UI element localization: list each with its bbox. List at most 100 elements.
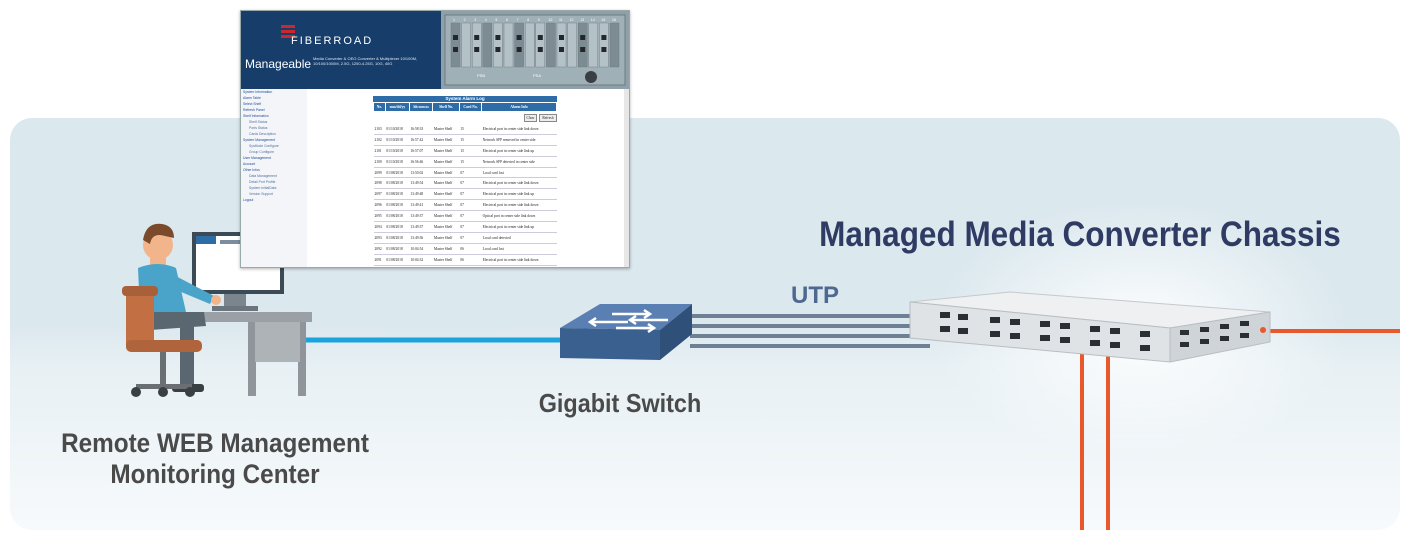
- alarm-log-cell: 01/08/2018: [385, 188, 410, 201]
- alarm-log-header: hh:mm:ss: [408, 102, 434, 112]
- chassis-slot: [556, 22, 567, 68]
- chassis-slot: [461, 22, 471, 68]
- port-icon: [516, 47, 522, 52]
- alarm-log-cell: 13:49:48: [409, 188, 433, 201]
- chassis-slot: [599, 22, 609, 68]
- alarm-log-cell: Master Shelf: [432, 243, 460, 255]
- alarm-log-cell: 2103: [373, 124, 386, 135]
- port-icon: [601, 35, 607, 40]
- alarm-log-cell: Master Shelf: [432, 134, 460, 146]
- alarm-log-cell: 06: [459, 243, 482, 255]
- alarm-log-cell: Local card lost: [481, 167, 557, 179]
- chassis-slot: [577, 22, 588, 68]
- product-description: Media Converter & OEO Converter & Multip…: [313, 56, 418, 66]
- alarm-log-cell: 07: [459, 188, 482, 201]
- switch-label: Gigabit Switch: [538, 388, 702, 418]
- nav-item[interactable]: Shelf Information: [243, 114, 269, 118]
- alarm-log-cell: 01/10/2018: [385, 156, 410, 168]
- alarm-log-cell: 07: [459, 199, 482, 212]
- alarm-log-cell: 2093: [373, 232, 386, 244]
- clear-button[interactable]: Clear: [523, 114, 538, 122]
- port-icon: [580, 47, 586, 52]
- alarm-log-cell: Master Shelf: [432, 167, 460, 179]
- nav-item[interactable]: Version Support: [249, 192, 274, 196]
- alarm-log-cell: Master Shelf: [432, 221, 460, 233]
- alarm-log-cell: Electrical port in center side link up: [481, 221, 557, 233]
- chassis-slot: [546, 22, 556, 68]
- port-icon: [537, 35, 543, 40]
- psu-label-b: PSB: [477, 73, 485, 78]
- remote-center-label: Remote WEB Management Monitoring Center: [58, 428, 373, 490]
- alarm-log-cell: 10:04:54: [409, 243, 433, 255]
- alarm-log-cell: 16:57:42: [409, 134, 433, 146]
- alarm-log-cell: 16:57:07: [409, 145, 433, 157]
- alarm-log-cell: 2102: [373, 134, 386, 146]
- nav-item[interactable]: Refresh Panel: [243, 108, 265, 112]
- alarm-log-cell: Master Shelf: [432, 232, 460, 244]
- nav-item[interactable]: SysMode Configure: [249, 144, 279, 148]
- slot-number: 13: [580, 18, 584, 22]
- nav-item[interactable]: Alarm Table: [243, 96, 261, 100]
- nav-item[interactable]: Group Configure: [249, 150, 275, 154]
- alarm-log-cell: 07: [459, 221, 482, 233]
- port-icon: [495, 47, 501, 52]
- nav-item[interactable]: System Information: [243, 90, 273, 94]
- alarm-log-cell: 2097: [373, 188, 386, 201]
- alarm-log-cell: 2095: [373, 210, 386, 223]
- chair: [122, 286, 202, 397]
- alarm-log-cell: 2100: [373, 156, 386, 168]
- chassis-slot: [535, 22, 546, 68]
- scrollbar[interactable]: [624, 89, 629, 267]
- desk: [132, 312, 312, 396]
- nav-item[interactable]: Data Management: [249, 174, 277, 178]
- port-icon: [537, 47, 543, 52]
- nav-item[interactable]: Select Shelf: [243, 102, 262, 106]
- nav-item[interactable]: Cards Description: [249, 132, 276, 136]
- alarm-log-header: No.: [373, 102, 386, 112]
- nav-item[interactable]: Account: [243, 162, 256, 166]
- nav-item[interactable]: System Management: [243, 138, 276, 142]
- gigabit-switch-icon: [560, 304, 692, 360]
- nav-item[interactable]: Other Infos: [243, 168, 260, 172]
- alarm-log-cell: 13:50:02: [409, 167, 433, 179]
- alarm-log-cell: 06: [459, 265, 482, 267]
- alarm-log-cell: 13:49:54: [409, 177, 433, 190]
- alarm-log-cell: Electrical port in center side link down: [481, 177, 557, 190]
- port-icon: [559, 47, 564, 52]
- alarm-log-cell: 01/08/2018: [385, 265, 410, 267]
- nav-item[interactable]: Shelf Status: [249, 120, 268, 124]
- alarm-log-cell: Master Shelf: [432, 124, 460, 135]
- chassis-label: Managed Media Converter Chassis: [819, 215, 1341, 254]
- nav-item[interactable]: Ports Status: [249, 126, 268, 130]
- port-icon: [474, 35, 480, 40]
- alarm-log-cell: 07: [459, 232, 482, 244]
- refresh-button[interactable]: Refresh: [539, 114, 557, 122]
- alarm-log-cell: Master Shelf: [432, 188, 460, 201]
- alarm-log-cell: 01/08/2018: [385, 254, 410, 266]
- alarm-log-cell: 16:58:33: [409, 124, 433, 135]
- power-switch-icon: [585, 71, 597, 83]
- slot-number: 10: [548, 18, 552, 22]
- nav-item[interactable]: Detail Port Profile: [249, 180, 276, 184]
- alarm-log-cell: Master Shelf: [432, 210, 460, 223]
- nav-item[interactable]: System InitialData: [249, 186, 277, 190]
- chassis-slot: [482, 22, 492, 68]
- alarm-log-cell: 2101: [373, 145, 386, 157]
- nav-item[interactable]: Logout: [243, 198, 254, 202]
- slot-number: 16: [612, 18, 616, 22]
- screenshot-header: FIBERROAD Manageable Media Converter & O…: [241, 11, 441, 89]
- chassis-slot: [503, 22, 514, 68]
- alarm-log-cell: Optical port in center side link down: [481, 210, 557, 223]
- psu-label-a: PSA: [533, 73, 541, 78]
- nav-item[interactable]: User Management: [243, 156, 271, 160]
